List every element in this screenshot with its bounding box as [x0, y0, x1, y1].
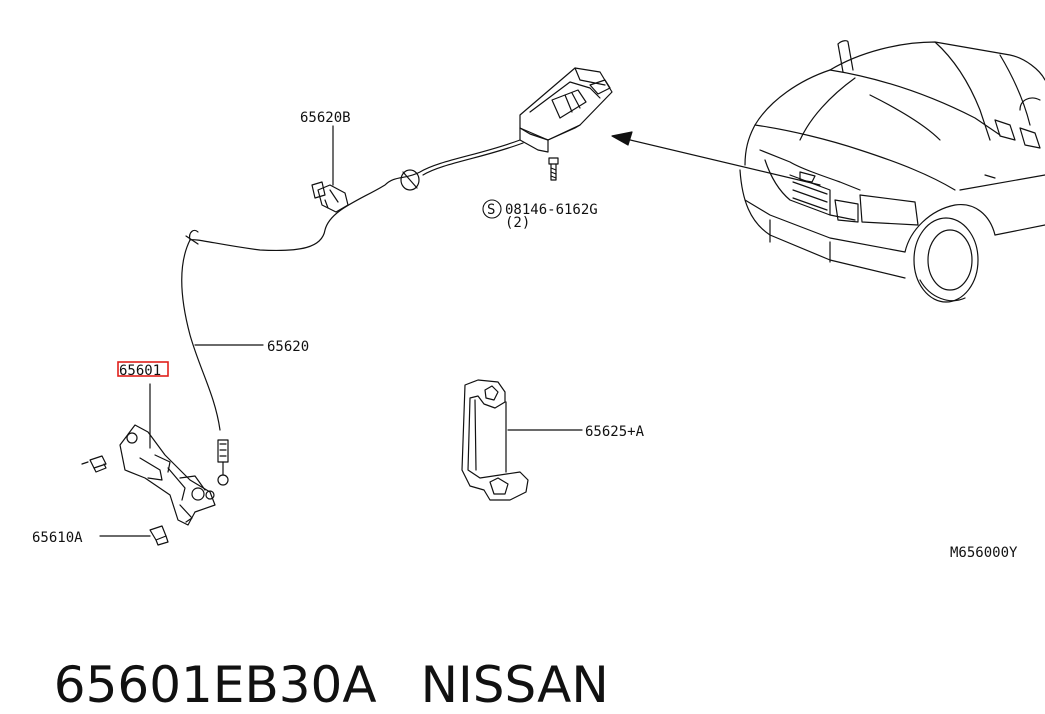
- label-65601: 65601: [119, 363, 161, 379]
- footer-title: 65601EB30A NISSAN: [22, 598, 609, 714]
- diagram-code: M656000Y: [950, 545, 1018, 561]
- clip-65625A-illustration: [461, 379, 529, 501]
- bolt-08146-illustration: [548, 157, 559, 181]
- truck-illustration: [739, 40, 1045, 303]
- location-arrow: [611, 131, 821, 186]
- parts-diagram: S 65620B 08146-6162G (2) 65620 65601 656…: [32, 40, 1045, 561]
- release-cable-illustration: [181, 139, 524, 486]
- release-handle-illustration: [519, 67, 613, 153]
- label-65620B: 65620B: [300, 110, 351, 126]
- highlight-box: [117, 361, 169, 377]
- label-65625A: 65625+A: [585, 424, 645, 440]
- label-65620: 65620: [267, 339, 309, 355]
- label-65610A: 65610A: [32, 530, 83, 546]
- clip-65620B-illustration: [311, 181, 349, 213]
- hood-lock-illustration: [81, 424, 216, 546]
- screw-symbol-icon: [482, 199, 502, 219]
- label-08146-qty: (2): [505, 215, 530, 231]
- screw-symbol-letter: S: [487, 202, 495, 218]
- footer-brand: NISSAN: [420, 656, 609, 714]
- leader-lines: [99, 125, 583, 537]
- footer-part-number: 65601EB30A: [53, 656, 377, 714]
- label-08146-6162G: 08146-6162G: [505, 202, 598, 218]
